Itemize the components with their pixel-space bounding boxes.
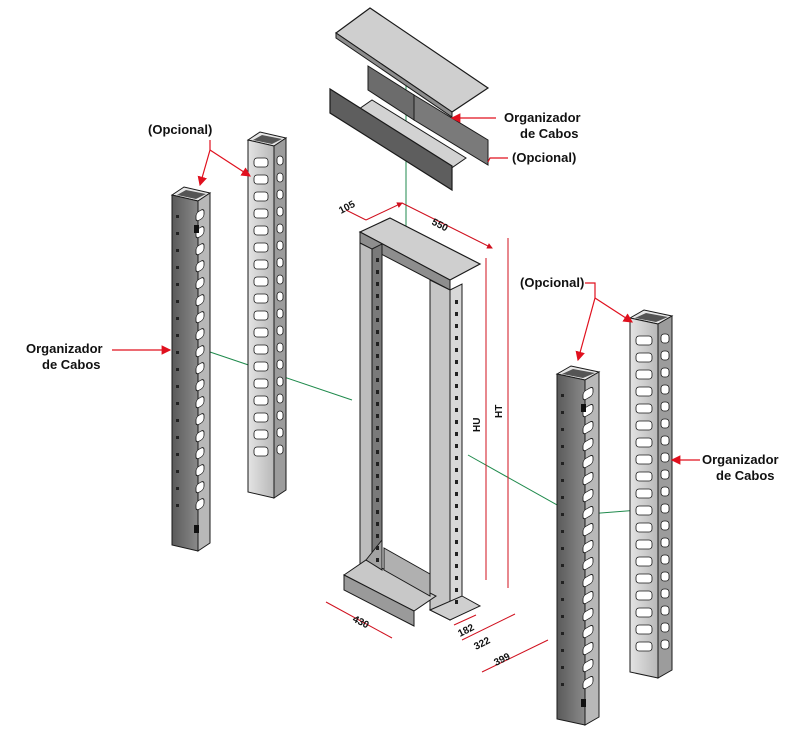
- organizer-left-back: [246, 131, 288, 499]
- label-organizador-left-1: Organizador: [26, 341, 103, 356]
- dim-hu: HU: [472, 418, 483, 432]
- top-cable-organizer: [329, 65, 489, 192]
- organizer-right-front: [555, 365, 601, 726]
- dim-550: 550: [430, 217, 450, 235]
- dim-399: 399: [492, 651, 512, 669]
- label-organizador-right-2: de Cabos: [716, 468, 775, 483]
- annotation-labels: (Opcional) Organizador de Cabos Organiza…: [26, 110, 779, 483]
- label-organizador-top-1: Organizador: [504, 110, 581, 125]
- rack-frame: [343, 217, 482, 627]
- dimension-lines: [325, 202, 549, 673]
- label-opcional-top: (Opcional): [512, 150, 576, 165]
- organizer-left-front: [170, 186, 212, 552]
- label-organizador-right-1: Organizador: [702, 452, 779, 467]
- dim-322: 322: [472, 635, 492, 653]
- dim-430: 430: [351, 614, 371, 632]
- dim-182: 182: [456, 622, 476, 640]
- label-opcional-right: (Opcional): [520, 275, 584, 290]
- label-opcional-left: (Opcional): [148, 122, 212, 137]
- rack-mount-holes: [376, 258, 458, 604]
- dim-ht: HT: [494, 405, 505, 418]
- label-organizador-top-2: de Cabos: [520, 126, 579, 141]
- vertical-cable-organizers: [170, 131, 674, 726]
- organizer-right-back: [628, 309, 674, 679]
- leader-lines: [112, 113, 700, 465]
- label-organizador-left-2: de Cabos: [42, 357, 101, 372]
